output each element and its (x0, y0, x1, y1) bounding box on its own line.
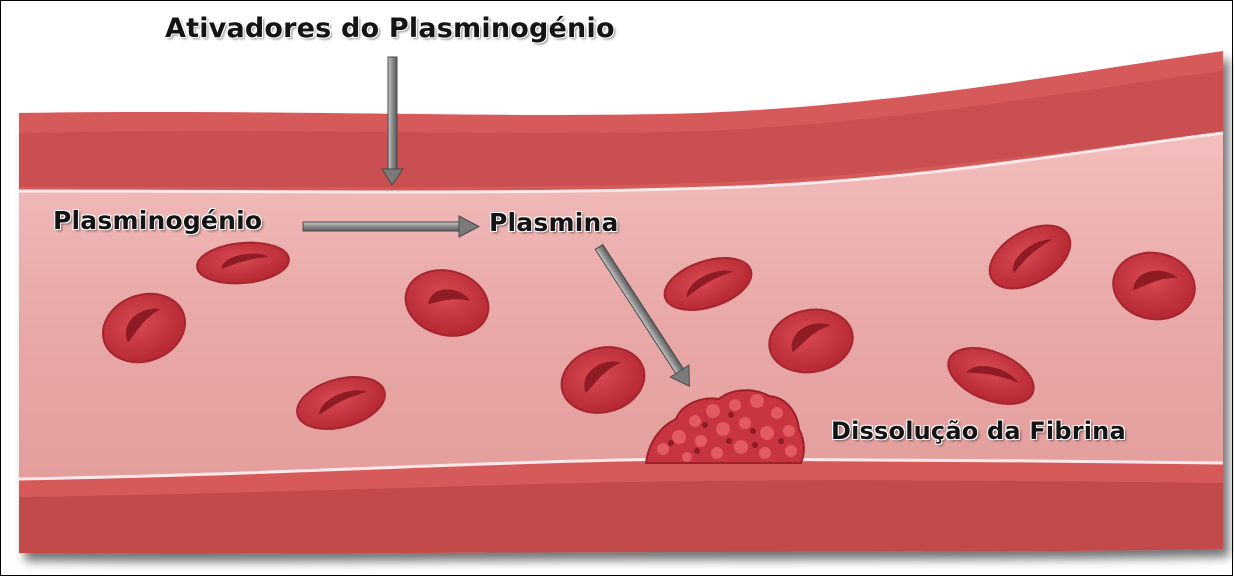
label-plasmin: Plasmina (489, 208, 619, 237)
label-fibrin-dissolution: Dissolução da Fibrina (831, 417, 1126, 445)
label-plasminogen: Plasminogénio (53, 206, 262, 235)
label-plasminogen-activators: Ativadores do Plasminogénio (165, 13, 615, 44)
